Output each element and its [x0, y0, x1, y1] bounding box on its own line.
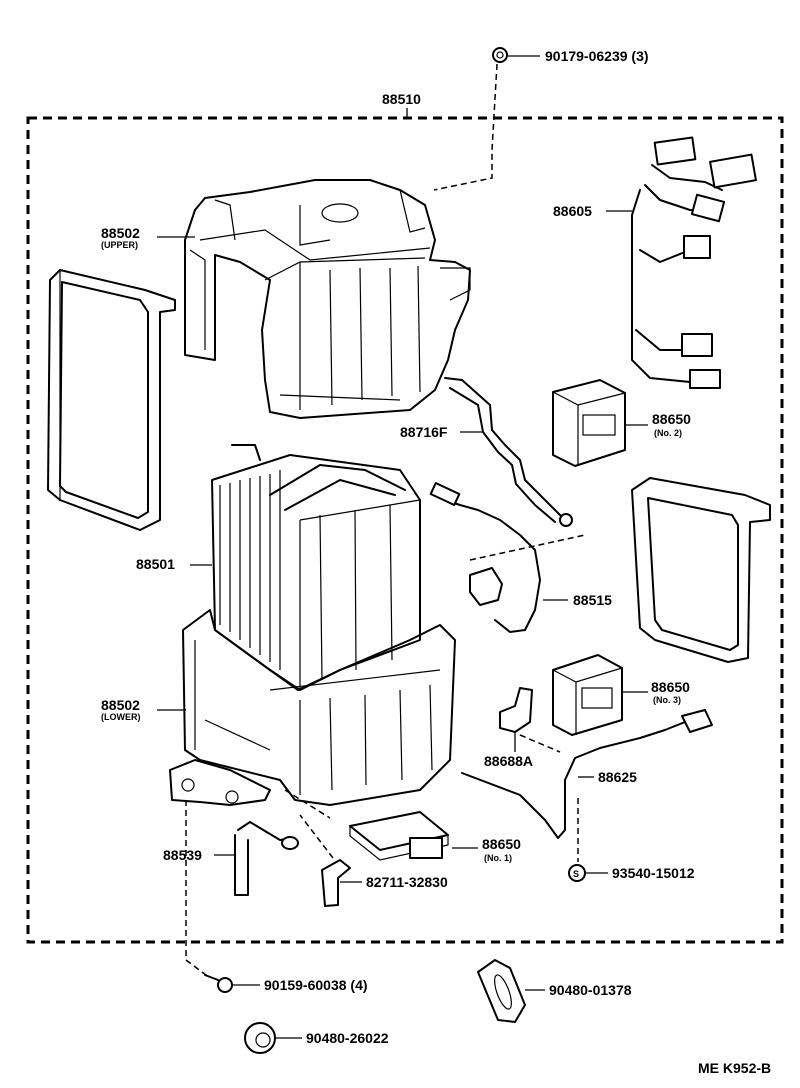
- label-88502-upper: 88502: [101, 225, 140, 241]
- label-88650-no1-qualifier: (No. 1): [484, 853, 512, 863]
- label-90179: 90179-06239 (3): [545, 48, 649, 64]
- footer-code: ME K952-B: [698, 1060, 771, 1076]
- grommet-90480-01378: [477, 959, 545, 1023]
- amplifier-no1: [284, 789, 449, 861]
- label-88502-lower: 88502: [101, 697, 140, 713]
- grommet-90480-26022: [244, 1022, 302, 1054]
- label-88539: 88539: [163, 847, 202, 863]
- right-seal-frame: [631, 477, 771, 663]
- lower-case: [169, 609, 456, 806]
- part-93540: S: [568, 798, 608, 882]
- label-93540: 93540-15012: [612, 865, 695, 881]
- label-88650-no2-qualifier: (No. 2): [654, 428, 682, 438]
- label-88502-upper-qualifier: (UPPER): [101, 240, 138, 250]
- label-88650-no3: 88650: [651, 679, 690, 695]
- symbol-s: S: [573, 869, 579, 879]
- label-88515: 88515: [573, 592, 612, 608]
- label-88501: 88501: [136, 556, 175, 572]
- assembly-number: 88510: [382, 91, 421, 107]
- thermistor: [429, 482, 586, 633]
- upper-case: [184, 179, 471, 419]
- label-88716f: 88716F: [400, 424, 448, 440]
- label-88502-lower-qualifier: (LOWER): [101, 712, 141, 722]
- drain-hose: [444, 377, 573, 527]
- screw-90159: [185, 800, 260, 993]
- nut-90179: [433, 47, 540, 191]
- label-90480-01378: 90480-01378: [549, 982, 632, 998]
- label-88688a: 88688A: [484, 753, 533, 769]
- wire-88625: [461, 709, 713, 839]
- bracket-82711: [299, 814, 362, 907]
- drain-pipe: [234, 821, 299, 896]
- amplifier-no3: [552, 654, 623, 736]
- label-88650-no1: 88650: [482, 836, 521, 852]
- label-88650-no2: 88650: [652, 411, 691, 427]
- label-88625: 88625: [598, 769, 637, 785]
- assembly-frame: [26, 116, 784, 944]
- wire-harness: [631, 136, 757, 389]
- label-88605: 88605: [553, 203, 592, 219]
- left-seal-frame: [47, 269, 176, 531]
- amplifier-no2: [552, 379, 626, 467]
- label-82711: 82711-32830: [366, 874, 448, 890]
- evaporator-core: [211, 444, 421, 691]
- bracket-88688a: [499, 687, 561, 753]
- label-90480-26022: 90480-26022: [306, 1030, 389, 1046]
- label-88650-no3-qualifier: (No. 3): [653, 695, 681, 705]
- label-90159: 90159-60038 (4): [264, 977, 368, 993]
